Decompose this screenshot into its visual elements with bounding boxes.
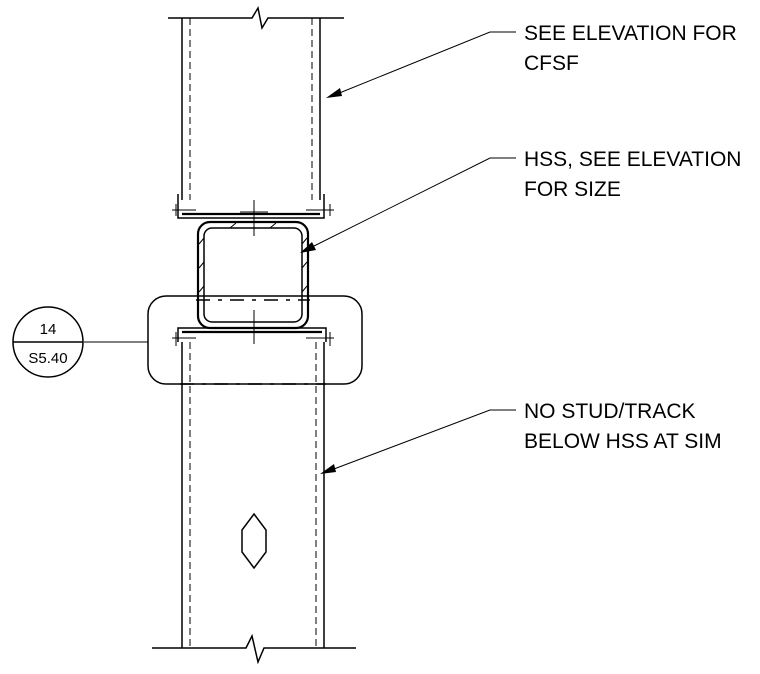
detail-number: 14	[40, 321, 57, 338]
note-no-stud-line2: BELOW HSS AT SIM	[524, 430, 722, 453]
leader-no-stud	[320, 409, 516, 474]
hss-section	[196, 220, 310, 330]
detail-tag[interactable]: 14 S5.40	[12, 306, 84, 378]
note-hss-line1: HSS, SEE ELEVATION	[524, 148, 741, 171]
note-no-stud-line1: NO STUD/TRACK	[524, 400, 696, 423]
detail-sheet: S5.40	[28, 350, 67, 367]
lower-stud-wall	[152, 310, 356, 665]
note-cfsf-line1: SEE ELEVATION FOR	[524, 22, 737, 45]
note-cfsf-line2: CFSF	[524, 52, 579, 75]
detail-callout-boundary	[147, 295, 363, 385]
note-hss-line2: FOR SIZE	[524, 178, 621, 201]
upper-stud-wall	[168, 5, 344, 236]
leader-cfsf	[326, 31, 516, 98]
leader-hss	[300, 157, 516, 253]
